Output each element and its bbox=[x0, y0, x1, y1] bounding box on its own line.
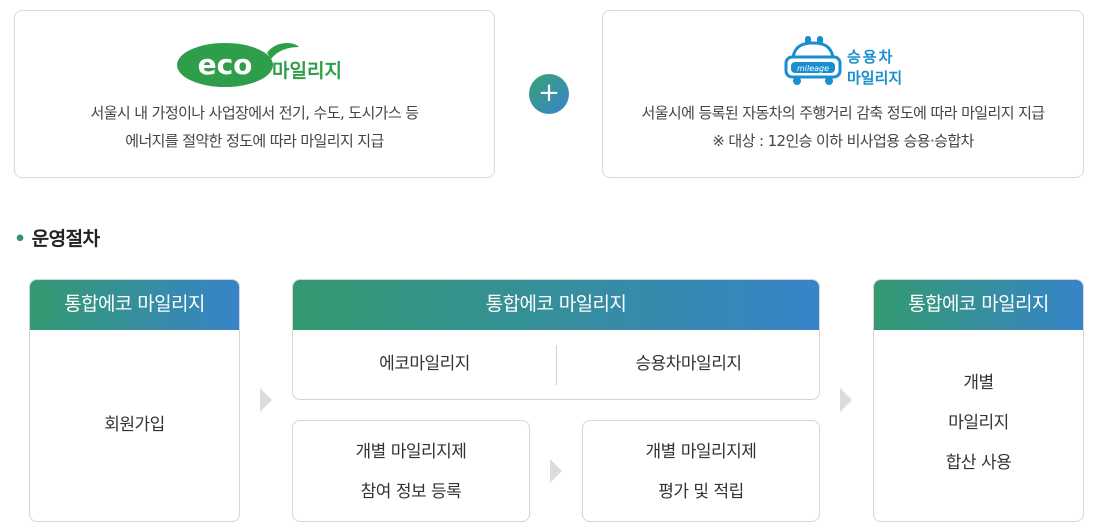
car-logo-line1: 승용차 bbox=[847, 48, 895, 66]
step3a-box: 개별 마일리지제 참여 정보 등록 bbox=[292, 420, 530, 522]
car-mileage-logo-icon: mileage bbox=[784, 36, 842, 85]
section-title: •운영절차 bbox=[14, 224, 100, 251]
step2-divider bbox=[556, 345, 557, 385]
step2-title: 통합에코 마일리지 bbox=[293, 280, 819, 330]
step4-line2: 마일리지 bbox=[948, 413, 1009, 433]
step1-title: 통합에코 마일리지 bbox=[30, 280, 239, 330]
step3a-line2: 참여 정보 등록 bbox=[360, 482, 462, 502]
car-logo-line2: 마일리지 bbox=[847, 69, 903, 87]
step1-body: 회원가입 bbox=[104, 415, 165, 435]
step3a-line1: 개별 마일리지제 bbox=[355, 442, 467, 462]
step2-box: 통합에코 마일리지 에코마일리지 승용차마일리지 bbox=[292, 279, 820, 400]
eco-mileage-card: eco 마일리지 서울시 내 가정이나 사업장에서 전기, 수도, 도시가스 등… bbox=[14, 10, 495, 178]
step4-line3: 합산 사용 bbox=[945, 453, 1012, 473]
arrow-right-icon bbox=[550, 459, 562, 483]
eco-mileage-logo: eco 마일리지 bbox=[177, 43, 342, 87]
step4-line1: 개별 bbox=[963, 373, 994, 393]
section-title-text: 운영절차 bbox=[31, 228, 100, 250]
step2-right-label: 승용차마일리지 bbox=[635, 354, 742, 374]
eco-logo-word: eco bbox=[198, 48, 253, 81]
car-mileage-card: mileage 승용차 마일리지 서울시에 등록된 자동차의 주행거리 감축 정… bbox=[602, 10, 1084, 178]
plus-icon: + bbox=[529, 74, 569, 114]
step4-title: 통합에코 마일리지 bbox=[874, 280, 1083, 330]
step3b-line1: 개별 마일리지제 bbox=[645, 442, 757, 462]
step4-box: 통합에코 마일리지 개별 마일리지 합산 사용 bbox=[873, 279, 1084, 522]
step2-left-label: 에코마일리지 bbox=[379, 354, 470, 374]
car-desc-line1: 서울시에 등록된 자동차의 주행거리 감축 정도에 따라 마일리지 지급 bbox=[641, 104, 1046, 122]
step3b-line2: 평가 및 적립 bbox=[658, 482, 744, 502]
bullet-dot-icon: • bbox=[14, 228, 26, 250]
car-desc-line2: ※ 대상 : 12인승 이하 비사업용 승용·승합차 bbox=[712, 132, 974, 150]
eco-logo-mileage: 마일리지 bbox=[272, 60, 342, 82]
step3b-box: 개별 마일리지제 평가 및 적립 bbox=[582, 420, 820, 522]
eco-desc-line2: 에너지를 절약한 정도에 따라 마일리지 지급 bbox=[125, 132, 384, 150]
car-logo-badge: mileage bbox=[797, 64, 829, 73]
arrow-right-icon bbox=[260, 388, 272, 412]
arrow-right-icon bbox=[840, 388, 852, 412]
step1-box: 통합에코 마일리지 회원가입 bbox=[29, 279, 240, 522]
eco-desc-line1: 서울시 내 가정이나 사업장에서 전기, 수도, 도시가스 등 bbox=[90, 104, 420, 122]
